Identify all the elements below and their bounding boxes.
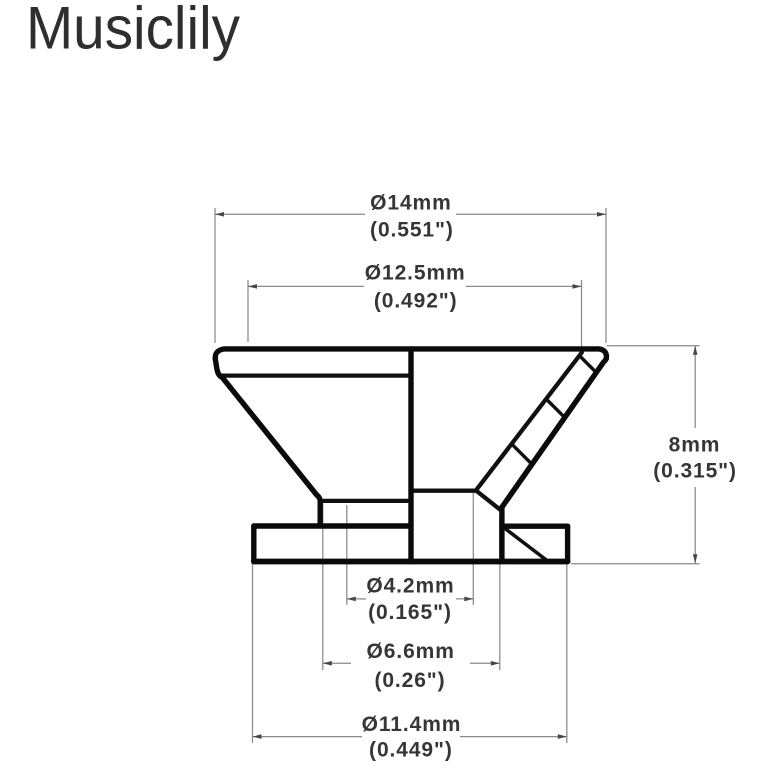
svg-text:(0.26"): (0.26") xyxy=(374,669,445,692)
svg-text:(0.492"): (0.492") xyxy=(374,289,458,312)
svg-text:(0.315"): (0.315") xyxy=(653,460,737,483)
svg-text:(0.165"): (0.165") xyxy=(368,601,452,624)
svg-text:Ø12.5mm: Ø12.5mm xyxy=(365,262,466,285)
svg-text:Ø4.2mm: Ø4.2mm xyxy=(366,575,454,598)
svg-text:Musiclily: Musiclily xyxy=(26,0,240,61)
svg-text:Ø6.6mm: Ø6.6mm xyxy=(367,640,455,663)
svg-text:Ø11.4mm: Ø11.4mm xyxy=(362,713,462,736)
svg-text:(0.551"): (0.551") xyxy=(370,218,454,241)
svg-text:8mm: 8mm xyxy=(669,433,721,456)
svg-text:Ø14mm: Ø14mm xyxy=(370,192,452,215)
svg-text:(0.449"): (0.449") xyxy=(369,739,453,762)
